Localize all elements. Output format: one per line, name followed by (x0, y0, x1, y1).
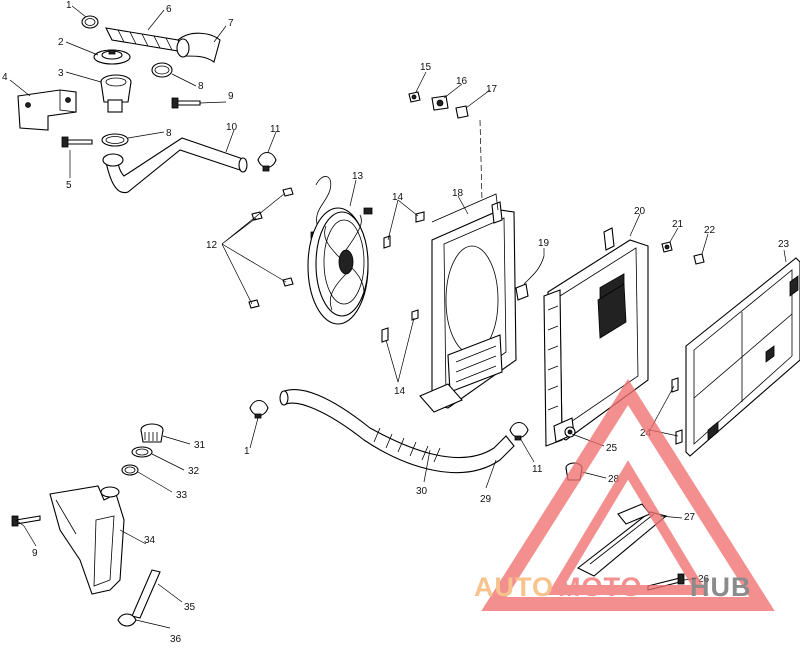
callout-32: 32 (188, 466, 200, 477)
callout-22: 22 (704, 225, 716, 236)
callout-13: 13 (352, 171, 364, 182)
part-clamp-11b (509, 421, 529, 441)
callout-3: 3 (58, 68, 64, 79)
callout-2: 2 (58, 37, 64, 48)
callout-8b: 8 (166, 128, 172, 139)
part-housing-3 (100, 74, 132, 113)
part-nut-21 (661, 241, 673, 253)
part-ring-33 (121, 464, 139, 476)
part-clamp-36 (117, 613, 137, 627)
watermark-text-moto: MOTO (558, 572, 643, 602)
callout-26: 26 (698, 574, 710, 585)
callout-35: 35 (184, 602, 196, 613)
callout-19: 19 (538, 238, 550, 249)
part-screen-23 (685, 257, 800, 457)
part-sensor-19 (515, 255, 545, 301)
callout-12: 12 (206, 240, 218, 251)
part-plug-25 (564, 426, 576, 438)
callout-33: 33 (176, 490, 188, 501)
part-gasket-32 (131, 446, 153, 458)
callout-labels: 1 2 3 4 5 6 7 8 8 9 10 11 12 13 14 14 15… (2, 0, 790, 645)
part-fan-13 (307, 176, 373, 325)
part-nut-15 (408, 91, 421, 103)
callout-24: 24 (640, 428, 652, 439)
part-spacer-17 (455, 105, 469, 119)
callout-21: 21 (672, 219, 684, 230)
callout-14a: 14 (392, 192, 404, 203)
part-clips-24 (671, 377, 683, 445)
callout-11a: 11 (270, 124, 281, 135)
part-clamp-11a (257, 151, 277, 172)
callout-20: 20 (634, 206, 646, 217)
part-shroud-18 (419, 193, 517, 413)
callout-1a: 1 (66, 0, 72, 11)
callout-14b: 14 (394, 386, 406, 397)
callout-9a: 9 (228, 91, 234, 102)
part-clamp-1 (81, 15, 99, 29)
part-fasteners-14 (381, 211, 425, 343)
part-cap-2 (93, 49, 131, 65)
part-hose-29 (279, 389, 515, 474)
callout-25: 25 (606, 443, 618, 454)
part-hose-35 (131, 569, 161, 619)
callout-10: 10 (226, 122, 238, 133)
watermark-text-auto: AUTO (474, 572, 554, 602)
callout-36: 36 (170, 634, 182, 645)
leader-lines (9, 5, 787, 629)
part-screw-9b (11, 515, 41, 527)
callout-17: 17 (486, 84, 498, 95)
part-clamp-8b (101, 133, 129, 147)
callout-15: 15 (420, 62, 432, 73)
callout-7: 7 (228, 18, 234, 29)
part-bracket-4 (17, 89, 77, 131)
callout-8a: 8 (198, 81, 204, 92)
callout-29: 29 (480, 494, 492, 505)
part-radiator-20 (543, 227, 649, 447)
callout-6: 6 (166, 4, 172, 15)
callout-28: 28 (608, 474, 620, 485)
part-elbow-7 (176, 32, 221, 63)
watermark-text-hub: HUB (690, 572, 752, 602)
part-bolt-9a (171, 97, 201, 109)
callout-27: 27 (684, 512, 696, 523)
part-hose-10 (102, 137, 248, 194)
callout-4: 4 (2, 72, 8, 83)
part-bolt-5 (61, 136, 93, 148)
callout-16: 16 (456, 76, 468, 87)
watermark-triangle-icon (481, 378, 775, 611)
callout-9b: 9 (32, 548, 38, 559)
part-cap-31 (140, 423, 164, 443)
callout-30: 30 (416, 486, 428, 497)
part-grommet-16 (431, 95, 449, 111)
callout-34: 34 (144, 535, 156, 546)
part-hose-6 (105, 27, 185, 53)
callout-18: 18 (452, 188, 464, 199)
watermark-logo: AUTO MOTO HUB (474, 378, 775, 611)
part-bottle-34 (49, 485, 125, 595)
part-screw-22 (693, 253, 705, 265)
callout-23: 23 (778, 239, 790, 250)
part-pins-12 (248, 187, 294, 309)
part-bracket-27 (576, 503, 668, 577)
callout-5: 5 (66, 180, 72, 191)
part-clamp-1b (249, 399, 269, 419)
part-clamp-8a (151, 62, 173, 78)
callout-1b: 1 (244, 446, 250, 457)
callout-31: 31 (194, 440, 206, 451)
callout-11b: 11 (532, 464, 543, 475)
